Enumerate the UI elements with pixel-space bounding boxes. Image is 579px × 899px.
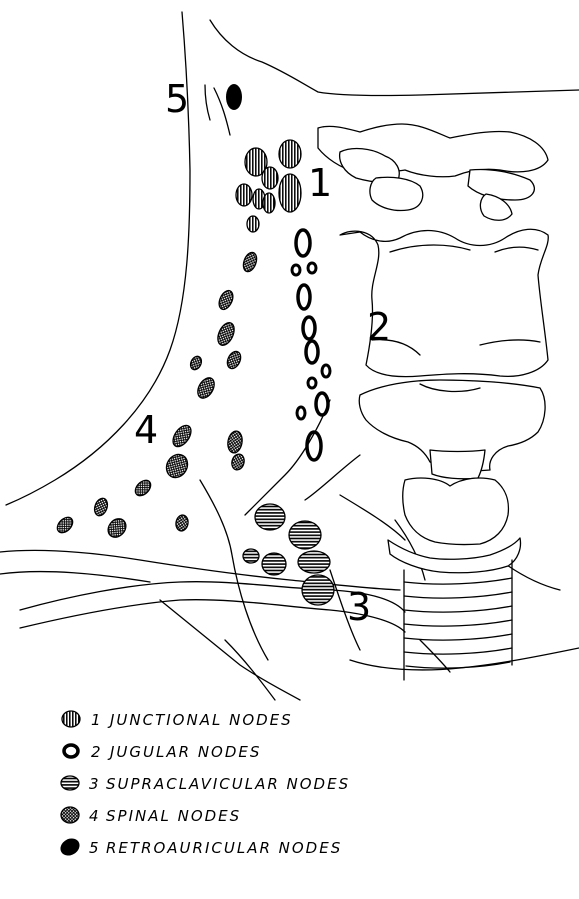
lymph-node bbox=[241, 251, 259, 274]
solid-swatch-icon bbox=[57, 835, 82, 859]
lymph-node bbox=[215, 320, 238, 348]
cross-hatch-swatch-icon bbox=[61, 807, 79, 823]
supraclavicular-nodes bbox=[243, 504, 334, 605]
lymph-node bbox=[316, 393, 328, 415]
open-ring-swatch-icon bbox=[64, 745, 78, 757]
lymph-node bbox=[54, 514, 75, 535]
lymph-node bbox=[322, 365, 330, 377]
legend-number: 1 bbox=[91, 711, 103, 729]
lymph-node bbox=[298, 551, 330, 573]
legend-item-jugular: 2 JUGULAR NODES bbox=[64, 743, 261, 761]
lymph-node bbox=[236, 184, 252, 206]
legend-item-junctional: 1 JUNCTIONAL NODES bbox=[62, 711, 293, 729]
lymph-node bbox=[308, 378, 316, 388]
lymph-node bbox=[296, 230, 310, 256]
lymph-node bbox=[302, 575, 334, 605]
lymph-node bbox=[230, 453, 246, 472]
lymph-node bbox=[247, 216, 259, 232]
legend-number: 2 bbox=[91, 743, 103, 761]
lymph-node bbox=[297, 407, 305, 419]
lymph-node bbox=[194, 375, 217, 401]
retroauricular-nodes bbox=[226, 84, 242, 110]
group-label-1: 1 bbox=[308, 161, 332, 205]
lymph-node bbox=[262, 553, 286, 575]
lymph-node bbox=[263, 193, 275, 213]
lymph-node bbox=[262, 167, 278, 189]
lymph-node bbox=[132, 477, 153, 498]
lymph-node bbox=[226, 84, 242, 110]
lymph-node bbox=[226, 430, 244, 454]
legend-label: SUPRACLAVICULAR NODES bbox=[106, 775, 350, 793]
lymph-node bbox=[308, 263, 316, 273]
lymph-node bbox=[175, 514, 190, 532]
lymph-node bbox=[162, 451, 191, 482]
lymph-node bbox=[189, 355, 204, 372]
group-label-3: 3 bbox=[347, 585, 371, 629]
group-label-5: 5 bbox=[165, 77, 189, 121]
lymph-node bbox=[225, 349, 243, 370]
cervical-vertebrae bbox=[318, 124, 548, 220]
horizontal-hatch-swatch-icon bbox=[61, 776, 79, 790]
lymph-node bbox=[216, 288, 235, 311]
legend-label: RETROAURICULAR NODES bbox=[106, 839, 342, 857]
lymph-node bbox=[306, 341, 318, 363]
legend-item-spinal: 4 SPINAL NODES bbox=[61, 807, 241, 825]
lymph-node bbox=[307, 432, 321, 460]
legend-number: 3 bbox=[89, 775, 101, 793]
lymph-node bbox=[279, 174, 301, 212]
lymph-node bbox=[303, 317, 315, 339]
lymph-node bbox=[255, 504, 285, 530]
junctional-nodes bbox=[236, 140, 301, 232]
lymph-node bbox=[279, 140, 301, 168]
legend-item-supraclavicular: 3 SUPRACLAVICULAR NODES bbox=[61, 775, 350, 793]
group-label-4: 4 bbox=[134, 408, 158, 452]
group-label-2: 2 bbox=[367, 305, 391, 349]
legend-label: JUNCTIONAL NODES bbox=[107, 711, 293, 729]
trachea bbox=[404, 560, 512, 680]
thyroid-cartilage bbox=[340, 229, 548, 572]
legend-item-retroauricular: 5 RETROAURICULAR NODES bbox=[57, 835, 342, 859]
lymph-node bbox=[92, 496, 109, 517]
legend-label: JUGULAR NODES bbox=[107, 743, 261, 761]
legend: 1 JUNCTIONAL NODES 2 JUGULAR NODES 3 SUP… bbox=[57, 711, 350, 859]
lymph-node bbox=[298, 285, 310, 309]
lymph-node bbox=[292, 265, 300, 275]
lymph-node bbox=[289, 521, 321, 549]
spinal-nodes bbox=[54, 251, 259, 541]
lymph-node bbox=[169, 422, 194, 450]
legend-number: 4 bbox=[89, 807, 101, 825]
lymph-node bbox=[104, 515, 129, 541]
jugular-nodes bbox=[292, 230, 330, 460]
legend-number: 5 bbox=[89, 839, 101, 857]
vertical-hatch-swatch-icon bbox=[62, 711, 80, 727]
lymph-node bbox=[243, 549, 259, 563]
legend-label: SPINAL NODES bbox=[106, 807, 241, 825]
